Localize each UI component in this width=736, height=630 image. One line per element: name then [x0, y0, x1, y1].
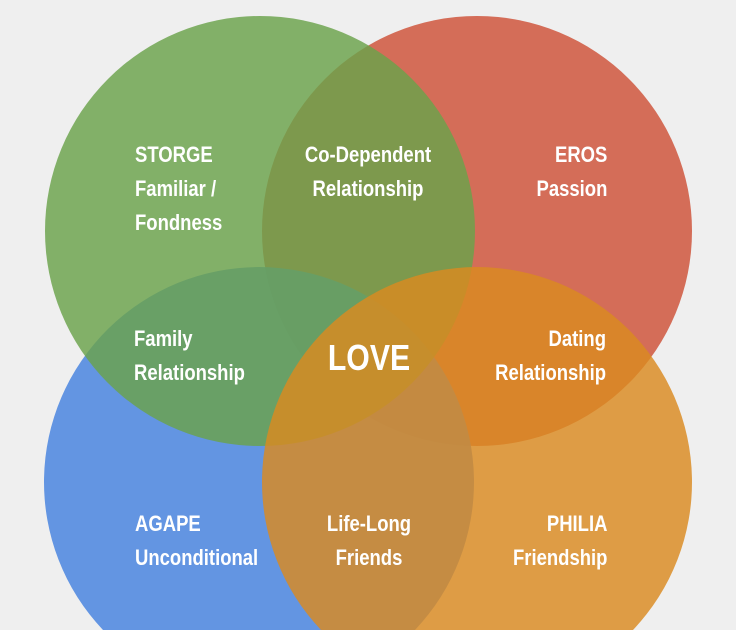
storge-line: Fondness: [135, 210, 223, 235]
family-label: Family Relationship: [134, 322, 245, 390]
agape-line: Unconditional: [135, 545, 259, 570]
family-line: Relationship: [134, 360, 245, 385]
lifelong-line: Life-Long: [326, 511, 412, 536]
family-line: Family: [134, 326, 193, 351]
eros-title: EROS: [554, 142, 607, 167]
storge-label: STORGE Familiar / Fondness: [135, 138, 222, 240]
storge-line: Familiar /: [135, 176, 217, 201]
philia-label: PHILIA Friendship: [513, 507, 607, 575]
lifelong-label: Life-Long Friends: [327, 507, 411, 575]
codependent-label: Co-Dependent Relationship: [305, 138, 431, 206]
agape-title: AGAPE: [135, 511, 201, 536]
love-label: LOVE: [327, 337, 411, 378]
philia-line: Friendship: [512, 545, 607, 570]
philia-title: PHILIA: [546, 511, 607, 536]
eros-line: Passion: [536, 176, 607, 201]
codependent-line: Relationship: [312, 176, 424, 201]
dating-line: Dating: [548, 326, 606, 351]
storge-title: STORGE: [135, 142, 213, 167]
philia-circle: [261, 267, 693, 630]
dating-label: Dating Relationship: [495, 322, 606, 390]
agape-label: AGAPE Unconditional: [135, 507, 258, 575]
eros-label: EROS Passion: [536, 138, 607, 206]
dating-line: Relationship: [495, 360, 606, 385]
codependent-line: Co-Dependent: [304, 142, 432, 167]
lifelong-line: Friends: [335, 545, 403, 570]
